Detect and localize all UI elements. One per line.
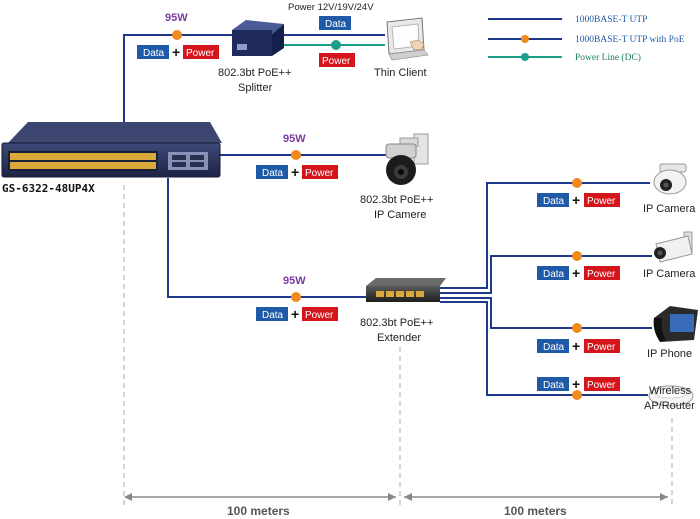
distance-label: 100 meters [227,504,290,518]
bullet-camera-icon [654,231,693,263]
ip-phone-icon [653,306,698,342]
ip-camera-label: IP Camera [643,203,696,215]
data-power-badge: Data + Power [137,44,219,60]
poe-markers [172,30,582,400]
cable-ext-phone [440,297,652,329]
poe-icon [572,178,582,188]
legend-dc-label: Power Line (DC) [575,52,641,63]
cable-switch-extender [167,178,366,298]
splitter-label: Splitter [238,82,273,94]
data-power-badge: Data + Power [537,192,620,208]
poe-icon [291,292,301,302]
ip-camera-label: IP Camera [643,268,696,280]
dc-icon [331,40,341,50]
extender-label: 802.3bt PoE++ [360,317,433,329]
poe-icon [291,150,301,160]
data-badge: Data [543,380,565,391]
dome-camera-icon [653,163,687,195]
poe-icon [572,323,582,333]
power-badge: Power [587,269,616,280]
poe-icon [172,30,182,40]
data-badge: Data [543,196,565,207]
data-power-badge: Data + Power [537,265,620,281]
power-badge: Power [587,380,616,391]
data-power-badge: Data + Power [537,338,620,354]
plus-sign: + [291,306,299,322]
thin-client-label: Thin Client [374,67,427,79]
data-badge: Data [325,19,347,30]
legend-utp-label: 1000BASE-T UTP [575,15,647,25]
extender-label: Extender [377,332,421,344]
plus-sign: + [572,192,580,208]
distance-guides [123,185,673,508]
ip-camere-label: IP Camere [374,209,426,221]
switch-device [1,122,222,178]
ip-phone-label: IP Phone [647,348,692,360]
plus-sign: + [291,164,299,180]
power-badge: Power [587,342,616,353]
splitter-icon [232,20,284,56]
power-supply-label: Power 12V/19V/24V [288,2,374,13]
switch-label: GS-6322-48UP4X [2,182,95,195]
distance-label: 100 meters [504,504,567,518]
data-power-badge: Data + Power [537,376,620,392]
plus-sign: + [572,265,580,281]
thinclient-badges: Data Power [319,16,355,67]
data-badge: Data [543,342,565,353]
cable-switch-splitter [123,34,232,128]
wireless-label: Wireless [649,385,692,397]
wireless-label: AP/Router [644,400,695,412]
power-badge: Power [305,310,334,321]
legend-poe-label: 1000BASE-T UTP with PoE [575,35,685,45]
data-power-badge: Data + Power [256,164,338,180]
power-badge: Power [587,196,616,207]
data-badge: Data [262,168,284,179]
cable-ext-cam1 [440,182,650,289]
cable-ext-wireless [440,301,648,396]
poe-icon [572,390,582,400]
splitter-label: 802.3bt PoE++ [218,67,291,79]
data-badge: Data [143,48,165,59]
legend-dc-icon [521,53,529,61]
ip-camere-label: 802.3bt PoE++ [360,194,433,206]
power-badge: Power [186,48,215,59]
cable-ext-cam2 [440,255,652,294]
thin-client-icon [386,17,429,61]
watt-label: 95W [283,275,306,287]
watt-label: 95W [283,133,306,145]
legend-poe-icon [521,35,529,43]
data-power-badge: Data + Power [256,306,338,322]
legend: 1000BASE-T UTP 1000BASE-T UTP with PoE P… [488,15,685,63]
watt-label: 95W [165,12,188,24]
data-badge: Data [262,310,284,321]
plus-sign: + [172,44,180,60]
power-badge: Power [305,168,334,179]
switch-ports [10,153,156,169]
extender-icon [366,278,446,302]
wireless-ap-icon [648,385,694,407]
power-badge: Power [322,56,351,67]
plus-sign: + [572,338,580,354]
poe-icon [572,251,582,261]
ptz-camera-icon [385,133,429,185]
data-badge: Data [543,269,565,280]
plus-sign: + [572,376,580,392]
